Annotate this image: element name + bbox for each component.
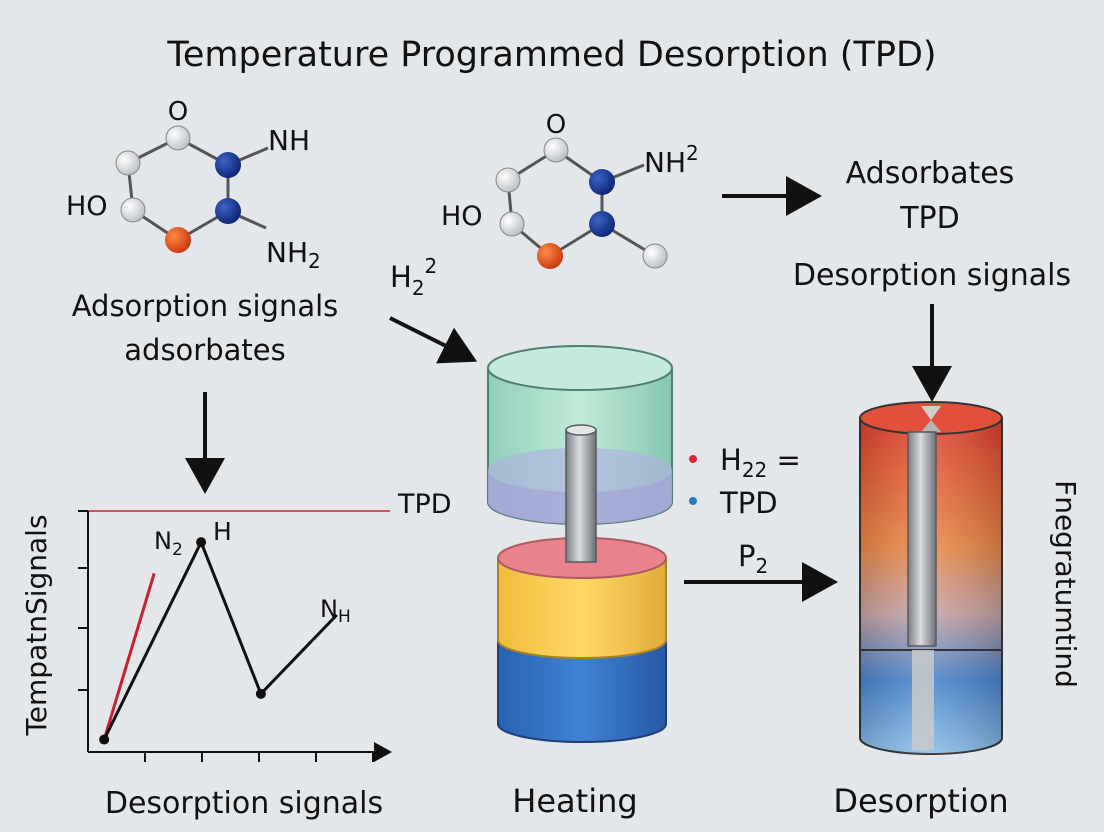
chart-peak-label-h: H xyxy=(213,517,232,546)
arrow-h2-to-cylinder xyxy=(389,316,478,364)
chart-series-black-line xyxy=(102,538,338,741)
left-caption-line-2: adsorbates xyxy=(124,333,285,367)
chart-series-red-line xyxy=(102,572,156,740)
h2-label: H22 xyxy=(390,254,437,300)
atom-ho-right: HO xyxy=(441,201,483,232)
chart: TPD N2 H NH TempatnSignals Desorption si… xyxy=(20,489,452,821)
page-title: Temperature Programmed Desorption (TPD) xyxy=(166,35,936,75)
right-caption-line-1: Adsorbates xyxy=(846,156,1015,191)
group-nh-left: NH xyxy=(268,124,310,157)
chart-y-axis-label: TempatnSignals xyxy=(20,514,53,736)
right-caption-line-3: Desorption signals xyxy=(793,258,1071,293)
chart-point xyxy=(196,537,207,548)
chart-peak-label-nh: NH xyxy=(320,595,351,627)
left-caption-line-1: Adsorption signals xyxy=(72,289,339,323)
atom-o-left: O xyxy=(168,97,188,127)
chart-point xyxy=(255,688,266,699)
atom-ho-left: HO xyxy=(66,191,108,222)
p2-label: P2 xyxy=(738,539,768,578)
heating-label: Heating xyxy=(512,782,637,820)
molecule-right xyxy=(495,137,668,269)
legend-dot-h22 xyxy=(689,455,697,463)
heating-cylinder xyxy=(487,345,673,743)
group-nh2-left: NH2 xyxy=(266,236,321,273)
chart-peak-label-n2: N2 xyxy=(154,527,183,560)
chart-points xyxy=(99,537,266,745)
legend-label-h22: H22 = xyxy=(720,443,801,482)
desorption-label: Desorption xyxy=(833,782,1008,820)
chart-point xyxy=(99,734,110,745)
desorption-cylinder xyxy=(859,401,1003,755)
legend-dot-tpd xyxy=(689,497,697,505)
atom-o-right: O xyxy=(546,110,566,140)
legend-label-tpd: TPD xyxy=(719,486,778,520)
desorption-side-label: Fnegratumtind xyxy=(1049,480,1082,688)
molecule-left xyxy=(115,125,269,253)
group-nh-right: NH2 xyxy=(644,141,699,179)
chart-x-ticks xyxy=(144,752,374,762)
chart-y-ticks xyxy=(78,510,88,691)
chart-x-axis-label: Desorption signals xyxy=(105,786,383,821)
chart-reference-label: TPD xyxy=(397,489,452,520)
right-caption-line-2: TPD xyxy=(899,201,960,236)
